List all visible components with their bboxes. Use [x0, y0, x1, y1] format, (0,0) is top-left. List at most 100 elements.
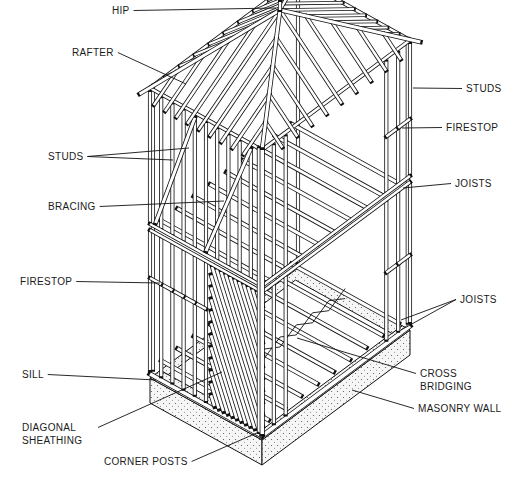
rafter	[284, 1, 343, 5]
stud	[250, 148, 253, 278]
part-label: MASONRY WALL	[418, 402, 501, 415]
cross-bridging	[313, 301, 329, 323]
leader-line	[87, 148, 189, 157]
rafter	[266, 122, 283, 148]
leader-line	[192, 432, 259, 462]
part-label: FIRESTOP	[446, 121, 498, 134]
stud	[272, 145, 276, 275]
firestop	[398, 119, 410, 128]
stud	[205, 263, 208, 401]
hip	[279, 2, 282, 10]
sheathing-board	[222, 272, 262, 402]
corner-post	[258, 148, 260, 432]
brace	[206, 149, 251, 251]
firestop	[398, 255, 410, 264]
floor-joist	[291, 124, 399, 184]
part-label: STUDS	[466, 82, 501, 95]
hip	[140, 10, 280, 94]
stud	[148, 232, 152, 370]
rafter	[276, 38, 326, 115]
plate	[150, 224, 262, 286]
stud	[182, 111, 185, 241]
sheathing-board	[213, 267, 262, 426]
cross-bridging	[329, 299, 345, 301]
brace	[156, 118, 195, 223]
stud	[249, 148, 253, 278]
sheathing-board	[222, 272, 262, 402]
hip	[280, 10, 420, 42]
leader-line	[48, 375, 156, 381]
rafter	[187, 26, 254, 124]
stud	[182, 251, 185, 389]
framing-members	[140, 0, 421, 465]
leader-line	[100, 201, 224, 207]
stud	[284, 276, 287, 414]
cross-bridging	[296, 313, 312, 335]
part-label: SILL	[22, 368, 44, 381]
brace	[206, 149, 251, 251]
firestop	[386, 264, 398, 273]
stud	[204, 123, 208, 253]
stud	[272, 285, 276, 423]
stud	[205, 123, 208, 253]
rafter	[273, 66, 312, 126]
leader-line	[98, 372, 222, 428]
part-label: CORNER POSTS	[104, 455, 188, 468]
stud	[160, 238, 163, 376]
rafter	[176, 41, 228, 117]
stud	[159, 238, 163, 376]
stud	[284, 136, 288, 266]
part-label: STUDS	[48, 150, 83, 163]
stud	[216, 129, 219, 259]
stud	[238, 142, 242, 272]
hip	[260, 10, 280, 164]
stud	[408, 44, 412, 174]
stud	[182, 251, 186, 389]
hip	[140, 10, 280, 94]
rafter	[176, 41, 228, 117]
leader-line	[134, 8, 276, 11]
sheathing-board	[226, 274, 262, 390]
part-label: JOISTS	[455, 177, 492, 190]
rafter	[280, 9, 354, 10]
rafter	[266, 122, 283, 148]
floor-joist	[291, 124, 399, 184]
stud	[396, 53, 400, 183]
cross-bridging	[296, 323, 312, 325]
rafter	[276, 38, 326, 115]
rafter	[284, 2, 343, 5]
part-label: RAFTER	[72, 46, 114, 59]
stud	[215, 129, 219, 259]
leader-line	[118, 53, 186, 85]
stud	[204, 263, 208, 401]
plate	[262, 176, 410, 286]
leader-line	[403, 184, 451, 189]
cross-bridging	[329, 289, 345, 311]
sheathing-board	[217, 269, 262, 414]
floor-joist	[291, 264, 399, 324]
cross-bridging	[280, 335, 296, 337]
stud	[284, 276, 288, 414]
stud	[284, 136, 287, 266]
stud	[409, 44, 412, 174]
stud	[238, 142, 241, 272]
leader-line	[87, 157, 173, 161]
rafter	[273, 66, 312, 126]
firestop	[398, 119, 410, 128]
rafter	[280, 9, 354, 10]
stud	[149, 92, 152, 222]
plate	[150, 230, 262, 292]
hip	[260, 10, 280, 164]
part-label: HIP	[112, 4, 130, 17]
hip	[280, 10, 420, 42]
leader-line	[401, 300, 456, 321]
sheathing-board	[213, 267, 262, 426]
sheathing-board	[217, 269, 262, 414]
cross-bridging	[313, 311, 329, 313]
stud	[149, 232, 152, 370]
leader-line	[402, 127, 442, 129]
firestop	[398, 255, 410, 264]
stud	[385, 62, 388, 192]
sheathing-board	[226, 274, 262, 390]
